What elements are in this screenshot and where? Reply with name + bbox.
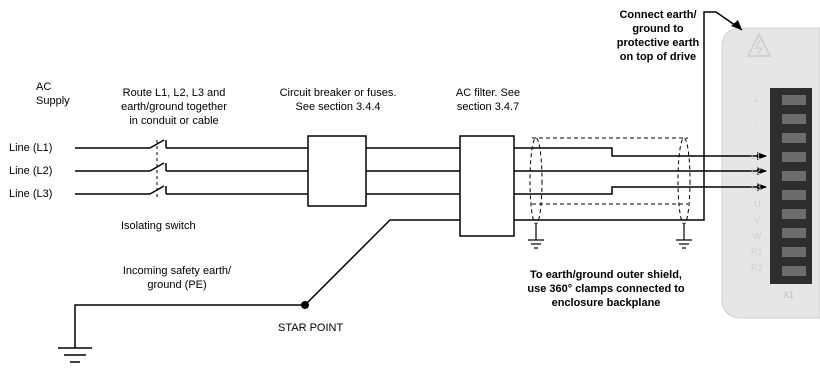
terminal-l2-label: L2: [751, 166, 762, 176]
filter-label: AC filter. See section 3.4.7: [455, 87, 521, 113]
connect-earth-label: Connect earth/ ground to protective eart…: [616, 9, 700, 63]
shield-ground-icon: [528, 224, 692, 249]
star-point-label: STAR POINT: [278, 322, 344, 334]
terminal-w-label: W: [753, 231, 762, 241]
isolating-switch-label: Isolating switch: [121, 220, 196, 232]
terminal-r1-label: R1: [751, 247, 763, 257]
drive-unit: [721, 27, 820, 319]
terminal-l3-label: L3: [751, 182, 762, 192]
incoming-earth-label: Incoming safety earth/ ground (PE): [122, 265, 232, 291]
terminal-v-label: V: [754, 215, 761, 225]
cable-shield: [529, 137, 691, 225]
line2-label: Line (L2): [9, 165, 53, 177]
terminal-r2-label: R2: [751, 263, 763, 273]
earth-arrow-head: [731, 20, 742, 30]
ac-supply-label: AC Supply: [36, 81, 70, 107]
route-label: Route L1, L2, L3 and earth/ground togeth…: [121, 87, 227, 127]
shield-note-label: To earth/ground outer shield, use 360° c…: [527, 269, 685, 309]
breaker-label: Circuit breaker or fuses. See section 3.…: [279, 87, 397, 113]
star-point-dot: [301, 301, 309, 309]
terminal-l1-label: L1: [751, 151, 762, 161]
ac-filter-box: [459, 135, 515, 237]
incoming-pe-wire: [58, 304, 305, 363]
terminal-u-label: U: [754, 199, 761, 209]
warning-triangle-icon: [746, 31, 772, 57]
terminal-minus-label: -: [756, 115, 759, 125]
wires: [166, 11, 767, 306]
connector-x1-label: X1: [783, 290, 795, 300]
line1-label: Line (L1): [9, 142, 53, 154]
isolating-switch: [75, 139, 167, 195]
terminal-plus-label: +: [754, 96, 760, 106]
line3-label: Line (L3): [9, 188, 53, 200]
circuit-breaker-box: [307, 135, 367, 207]
